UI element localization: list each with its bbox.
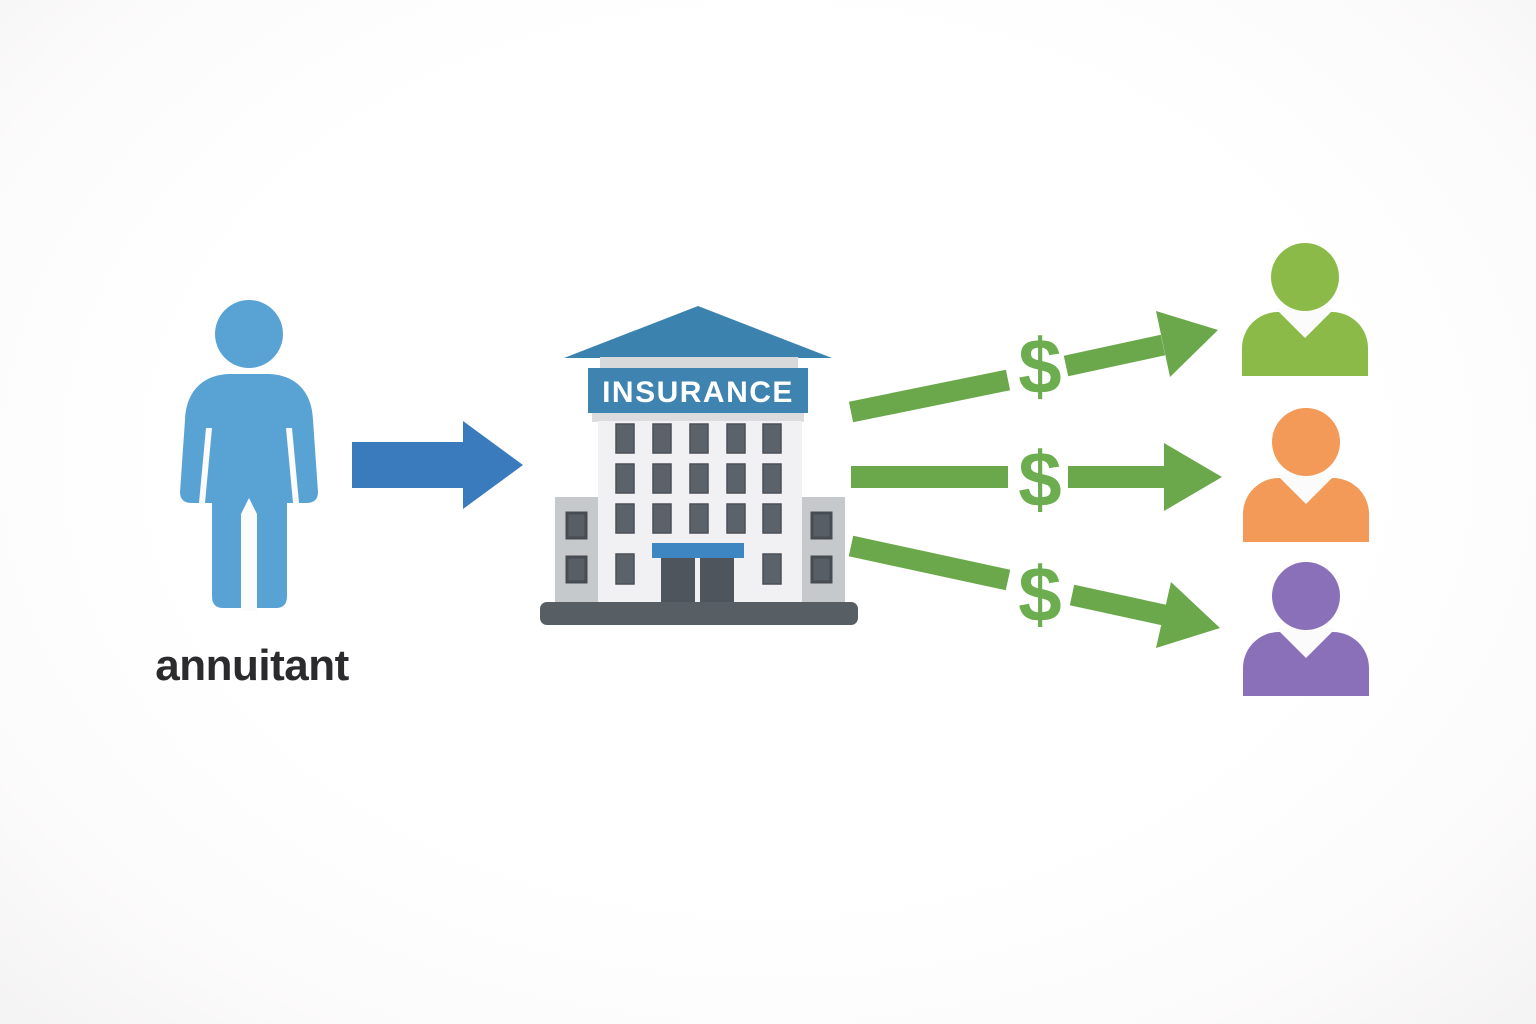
building-ledge-lower <box>592 413 804 422</box>
payee-green-body <box>1242 312 1368 376</box>
payout-arrow-middle-head <box>1164 443 1222 511</box>
payout-arrow-bottom-head <box>1156 582 1220 648</box>
dollar-sign-top-icon: $ <box>1018 322 1061 410</box>
building-windows <box>615 423 782 585</box>
payout-arrow-top <box>848 311 1218 423</box>
building-door-left <box>661 558 695 603</box>
building-ledge-upper <box>600 357 798 369</box>
building-wing-windows <box>565 511 833 584</box>
payee-purple-body <box>1243 632 1369 696</box>
premium-arrow-right-icon <box>352 421 523 509</box>
payee-purple-head <box>1272 562 1340 630</box>
annuitant-arm-gap-right <box>286 428 299 503</box>
dollar-sign-bottom-icon: $ <box>1018 550 1061 638</box>
annuitant-person-icon <box>180 300 318 611</box>
insurance-sign <box>588 368 808 413</box>
payee-orange-person-icon <box>1243 408 1369 542</box>
building-base <box>540 602 858 625</box>
annuitant-head <box>215 300 283 368</box>
annuitant-label: annuitant <box>155 641 349 690</box>
annuitant-arm-gap-left <box>199 428 212 503</box>
building-door-right <box>700 558 734 603</box>
payee-green-head <box>1271 243 1339 311</box>
payee-orange-collar-gap <box>1276 474 1336 504</box>
payee-green-collar-gap <box>1275 308 1335 338</box>
annuitant-leg-gap <box>241 498 257 611</box>
payout-arrow-top-head <box>1156 311 1218 377</box>
dollar-sign-middle-icon: $ <box>1018 435 1061 523</box>
insurance-building-icon: INSURANCE <box>540 306 858 625</box>
payout-arrow-bottom-shaft-2 <box>1069 584 1167 626</box>
payee-orange-body <box>1243 478 1369 542</box>
insurance-sign-label: INSURANCE <box>602 376 794 409</box>
payee-purple-person-icon <box>1243 562 1369 696</box>
payout-arrow-bottom-shaft-1 <box>848 535 1011 591</box>
payee-purple-collar-gap <box>1276 628 1336 658</box>
payee-green-person-icon <box>1242 243 1368 376</box>
building-roof <box>564 306 832 358</box>
payout-arrow-middle <box>851 443 1222 511</box>
payee-orange-head <box>1272 408 1340 476</box>
payout-arrow-top-shaft-2 <box>1063 334 1166 377</box>
payout-arrow-bottom <box>848 535 1220 648</box>
payout-arrow-top-shaft-1 <box>848 369 1011 423</box>
building-awning <box>652 543 744 558</box>
